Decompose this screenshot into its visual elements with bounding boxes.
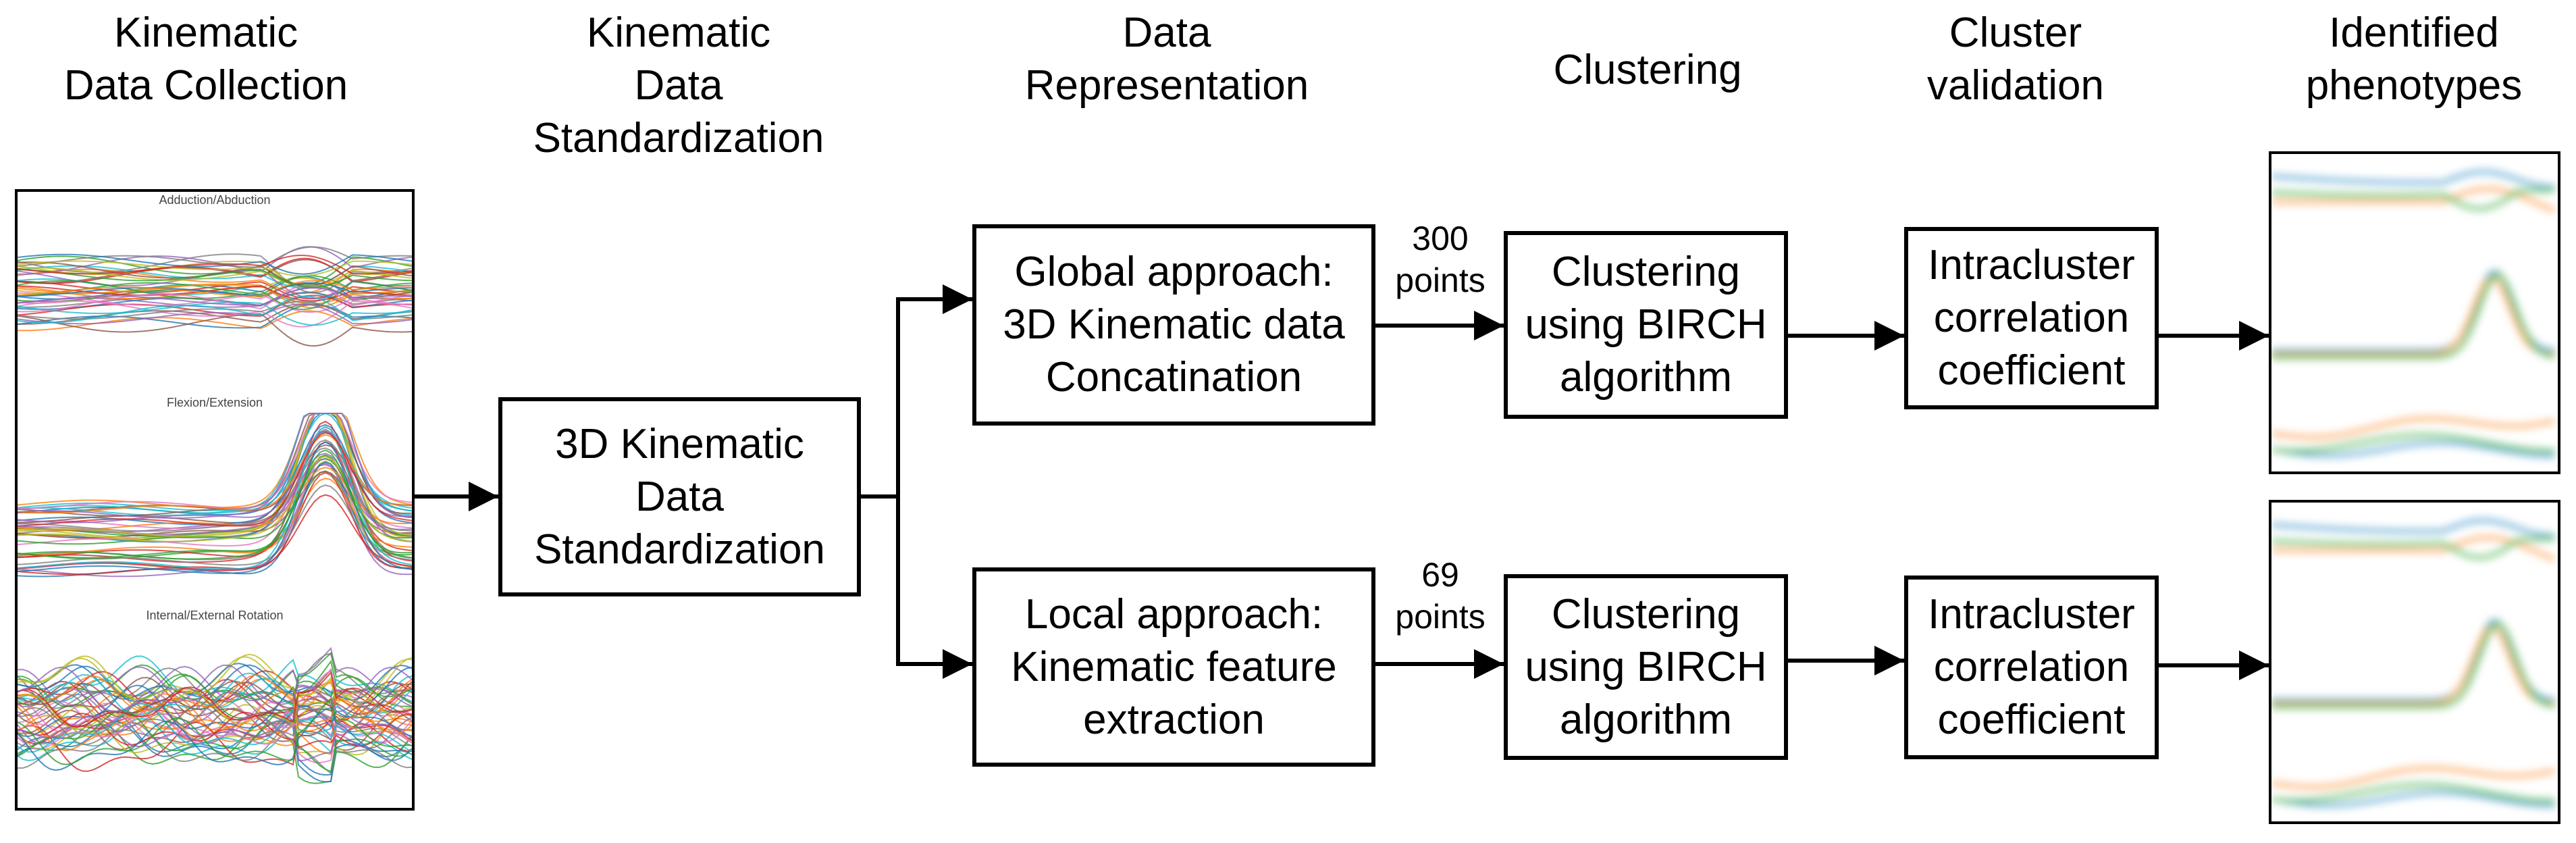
phenotype-mean-curve bbox=[2271, 272, 2556, 359]
stage-title-representation: Data Representation bbox=[1024, 9, 1309, 109]
adduction-curve bbox=[18, 287, 412, 306]
adduction-curve bbox=[18, 310, 412, 332]
flexion-curve bbox=[18, 426, 412, 570]
adduction-curve bbox=[18, 303, 412, 325]
rotation-curve bbox=[18, 692, 412, 755]
global-approach-box: Global approach: 3D Kinematic data Conca… bbox=[972, 224, 1375, 426]
rotation-curve bbox=[18, 664, 412, 713]
flexion-curve bbox=[18, 413, 412, 539]
phenotype-mean-curve bbox=[2271, 440, 2555, 458]
phenotype-mean-curve bbox=[2271, 188, 2556, 211]
stage-title-standardization: Kinematic Data Standardization bbox=[533, 9, 824, 161]
internal-external-rotation-plot bbox=[18, 646, 412, 784]
adduction-curve bbox=[18, 283, 412, 305]
kinematic-data-panel: Adduction/Abduction Flexion/Extension In… bbox=[15, 189, 415, 811]
adduction-curve bbox=[18, 255, 412, 275]
rotation-curve bbox=[18, 698, 412, 745]
standardization-box: 3D Kinematic Data Standardization bbox=[498, 397, 861, 596]
phenotype-mean-curve bbox=[2271, 536, 2556, 561]
flexion-curve bbox=[18, 431, 412, 514]
adduction-curve bbox=[18, 295, 412, 324]
rotation-curve bbox=[18, 676, 412, 730]
adduction-curve bbox=[18, 253, 412, 275]
adduction-curve bbox=[18, 267, 412, 287]
phenotype-mean-curve bbox=[2271, 276, 2556, 357]
flexion-curve bbox=[18, 470, 412, 539]
clustering-birch-box-top: Clustering using BIRCH algorithm bbox=[1504, 231, 1788, 419]
rotation-curve bbox=[18, 711, 412, 749]
flexion-curve bbox=[18, 420, 412, 563]
phenotype-mean-curve bbox=[2271, 782, 2555, 803]
rotation-curve bbox=[18, 652, 412, 708]
flexion-extension-plot bbox=[18, 413, 412, 578]
icc-box-top: Intracluster correlation coefficient bbox=[1904, 227, 2159, 409]
plot-title-flexion: Flexion/Extension bbox=[166, 396, 263, 409]
phenotype-mean-curve bbox=[2271, 416, 2556, 440]
flexion-curve bbox=[18, 413, 412, 519]
phenotype-mean-curve bbox=[2271, 790, 2555, 808]
rotation-curve bbox=[18, 668, 412, 727]
global-points-label: 300 points bbox=[1395, 220, 1486, 299]
phenotype-plot-bottom bbox=[2271, 518, 2556, 808]
phenotype-mean-curve bbox=[2271, 625, 2556, 706]
adduction-curve bbox=[18, 282, 412, 297]
icc-box-bottom: Intracluster correlation coefficient bbox=[1904, 576, 2159, 759]
adduction-curve bbox=[18, 303, 412, 329]
plot-title-adduction: Adduction/Abduction bbox=[159, 193, 271, 207]
rotation-curve bbox=[18, 702, 412, 753]
adduction-curve bbox=[18, 268, 412, 288]
flexion-curve bbox=[18, 454, 412, 560]
phenotype-mean-curve bbox=[2271, 433, 2555, 453]
adduction-curve bbox=[18, 284, 412, 313]
flexion-curve bbox=[18, 441, 412, 574]
rotation-curve bbox=[18, 672, 412, 721]
rotation-curve bbox=[18, 698, 412, 765]
flexion-curve bbox=[18, 426, 412, 546]
rotation-curve bbox=[18, 714, 412, 762]
phenotype-plot-top bbox=[2271, 170, 2556, 458]
local-approach-box: Local approach: Kinematic feature extrac… bbox=[972, 567, 1375, 767]
phenotype-mean-curve bbox=[2271, 186, 2556, 213]
plot-title-rotation: Internal/External Rotation bbox=[146, 609, 284, 622]
stage-title-clustering: Clustering bbox=[1553, 47, 1742, 93]
rotation-curve bbox=[18, 692, 412, 729]
adduction-curve bbox=[18, 260, 412, 277]
adduction-abduction-plot bbox=[18, 246, 412, 347]
flexion-curve bbox=[18, 432, 412, 527]
phenotype-mean-curve bbox=[2271, 766, 2556, 789]
rotation-curve bbox=[18, 684, 412, 738]
rotation-curve bbox=[18, 709, 412, 773]
phenotype-panel-bottom bbox=[2269, 500, 2560, 824]
adduction-curve bbox=[18, 313, 412, 347]
stage-title-collection: Kinematic Data Collection bbox=[63, 9, 348, 109]
flexion-curve bbox=[18, 484, 412, 566]
local-points-label: 69 points bbox=[1395, 556, 1486, 636]
adduction-curve bbox=[18, 300, 412, 328]
phenotype-mean-curve bbox=[2271, 621, 2556, 709]
clustering-birch-box-bottom: Clustering using BIRCH algorithm bbox=[1504, 574, 1788, 760]
rotation-curve bbox=[18, 663, 412, 701]
flexion-curve bbox=[18, 413, 412, 511]
rotation-curve bbox=[18, 653, 412, 705]
flexion-curve bbox=[18, 447, 412, 532]
flexion-curve bbox=[18, 471, 412, 576]
flexion-curve bbox=[18, 449, 412, 559]
phenotype-mean-curve bbox=[2271, 170, 2556, 189]
rotation-curve bbox=[18, 666, 412, 708]
rotation-curve bbox=[18, 671, 412, 728]
flexion-curve bbox=[18, 413, 412, 510]
adduction-curve bbox=[18, 280, 412, 297]
phenotype-mean-curve bbox=[2271, 518, 2556, 538]
phenotype-mean-curve bbox=[2271, 536, 2556, 560]
stage-title-validation: Cluster validation bbox=[1927, 9, 2104, 109]
rotation-curve bbox=[18, 721, 412, 775]
phenotype-panel-top bbox=[2269, 151, 2560, 474]
stage-title-phenotypes: Identified phenotypes bbox=[2305, 9, 2523, 109]
